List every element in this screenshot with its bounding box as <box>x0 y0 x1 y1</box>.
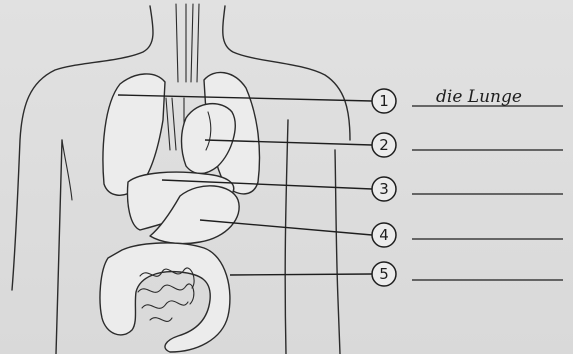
number-marker-3: 3 <box>372 177 396 201</box>
number-marker-1: 1 <box>372 89 396 113</box>
number-marker-2: 2 <box>372 133 396 157</box>
svg-text:5: 5 <box>379 265 389 283</box>
answer-text-1: die Lunge <box>436 87 522 107</box>
svg-text:2: 2 <box>379 136 389 154</box>
number-marker-5: 5 <box>372 262 396 286</box>
svg-text:4: 4 <box>379 226 389 244</box>
svg-text:1: 1 <box>379 92 389 110</box>
large-intestine <box>100 243 230 352</box>
trachea <box>176 4 199 82</box>
number-marker-4: 4 <box>372 223 396 247</box>
svg-text:3: 3 <box>379 180 389 198</box>
